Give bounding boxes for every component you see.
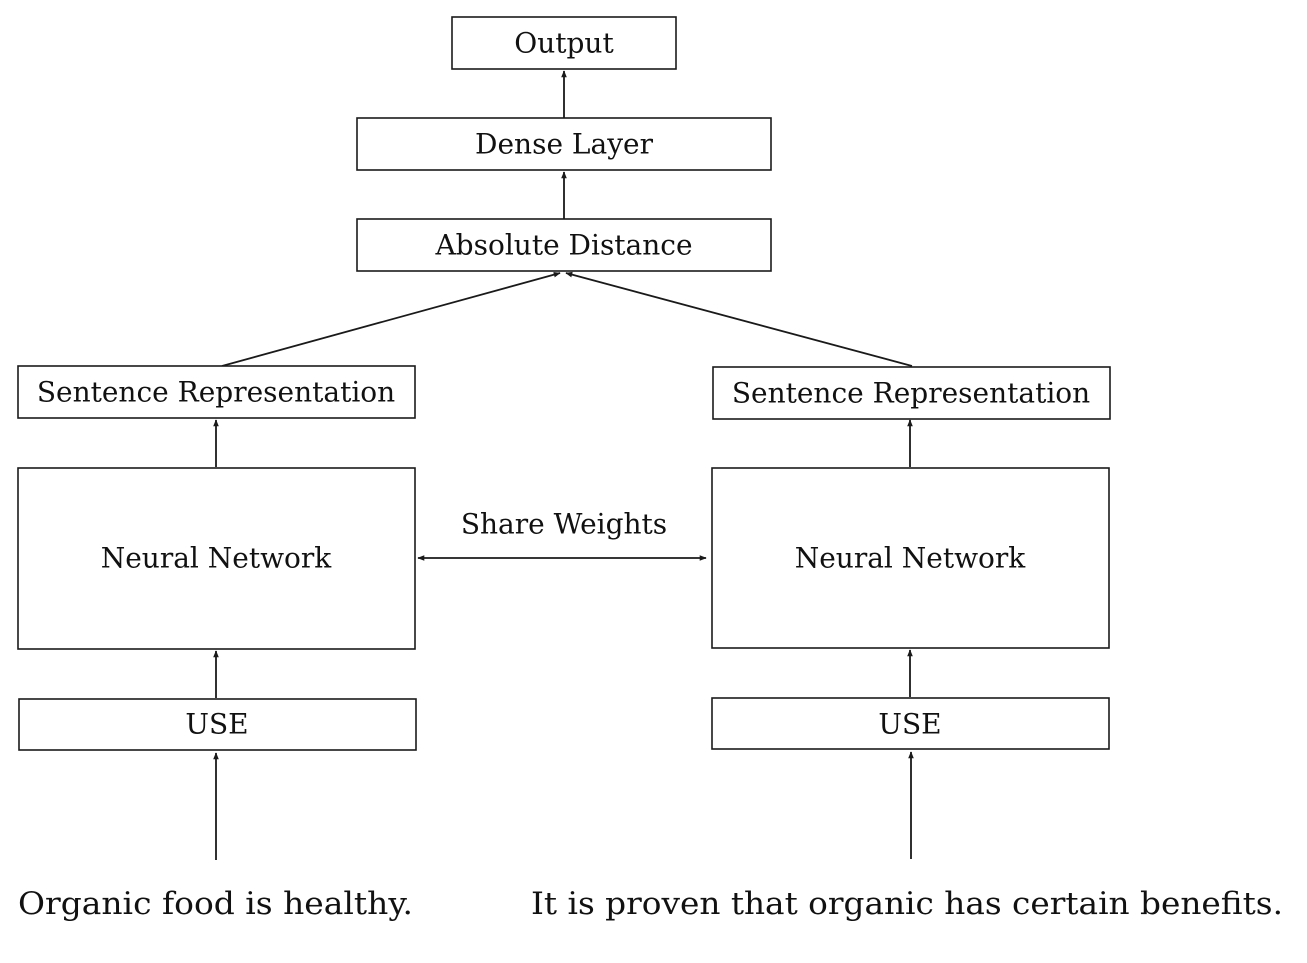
edge-left-rep-to-distance xyxy=(221,271,561,367)
output-label: Output xyxy=(514,27,614,60)
absolute-distance-label: Absolute Distance xyxy=(434,229,692,262)
share-weights-label: Share Weights xyxy=(461,508,667,541)
neural-network-left-label: Neural Network xyxy=(101,542,333,575)
edge-right-rep-to-distance xyxy=(565,271,913,367)
use-left-label: USE xyxy=(185,708,248,741)
output-node: Output xyxy=(451,16,677,70)
use-right-label: USE xyxy=(878,708,941,741)
input-sentence-left: Organic food is healthy. xyxy=(18,886,413,922)
use-right-node: USE xyxy=(711,697,1110,750)
neural-network-right-node: Neural Network xyxy=(711,467,1110,649)
use-left-node: USE xyxy=(18,698,417,751)
sentence-representation-right-node: Sentence Representation xyxy=(712,366,1111,420)
dense-layer-node: Dense Layer xyxy=(356,117,772,171)
neural-network-right-label: Neural Network xyxy=(795,542,1027,575)
absolute-distance-node: Absolute Distance xyxy=(356,218,772,272)
dense-layer-label: Dense Layer xyxy=(475,128,654,161)
sentence-representation-left-label: Sentence Representation xyxy=(37,376,395,409)
sentence-representation-left-node: Sentence Representation xyxy=(17,365,416,419)
input-sentence-right: It is proven that organic has certain be… xyxy=(531,886,1283,922)
neural-network-left-node: Neural Network xyxy=(17,467,416,650)
sentence-representation-right-label: Sentence Representation xyxy=(732,377,1090,410)
